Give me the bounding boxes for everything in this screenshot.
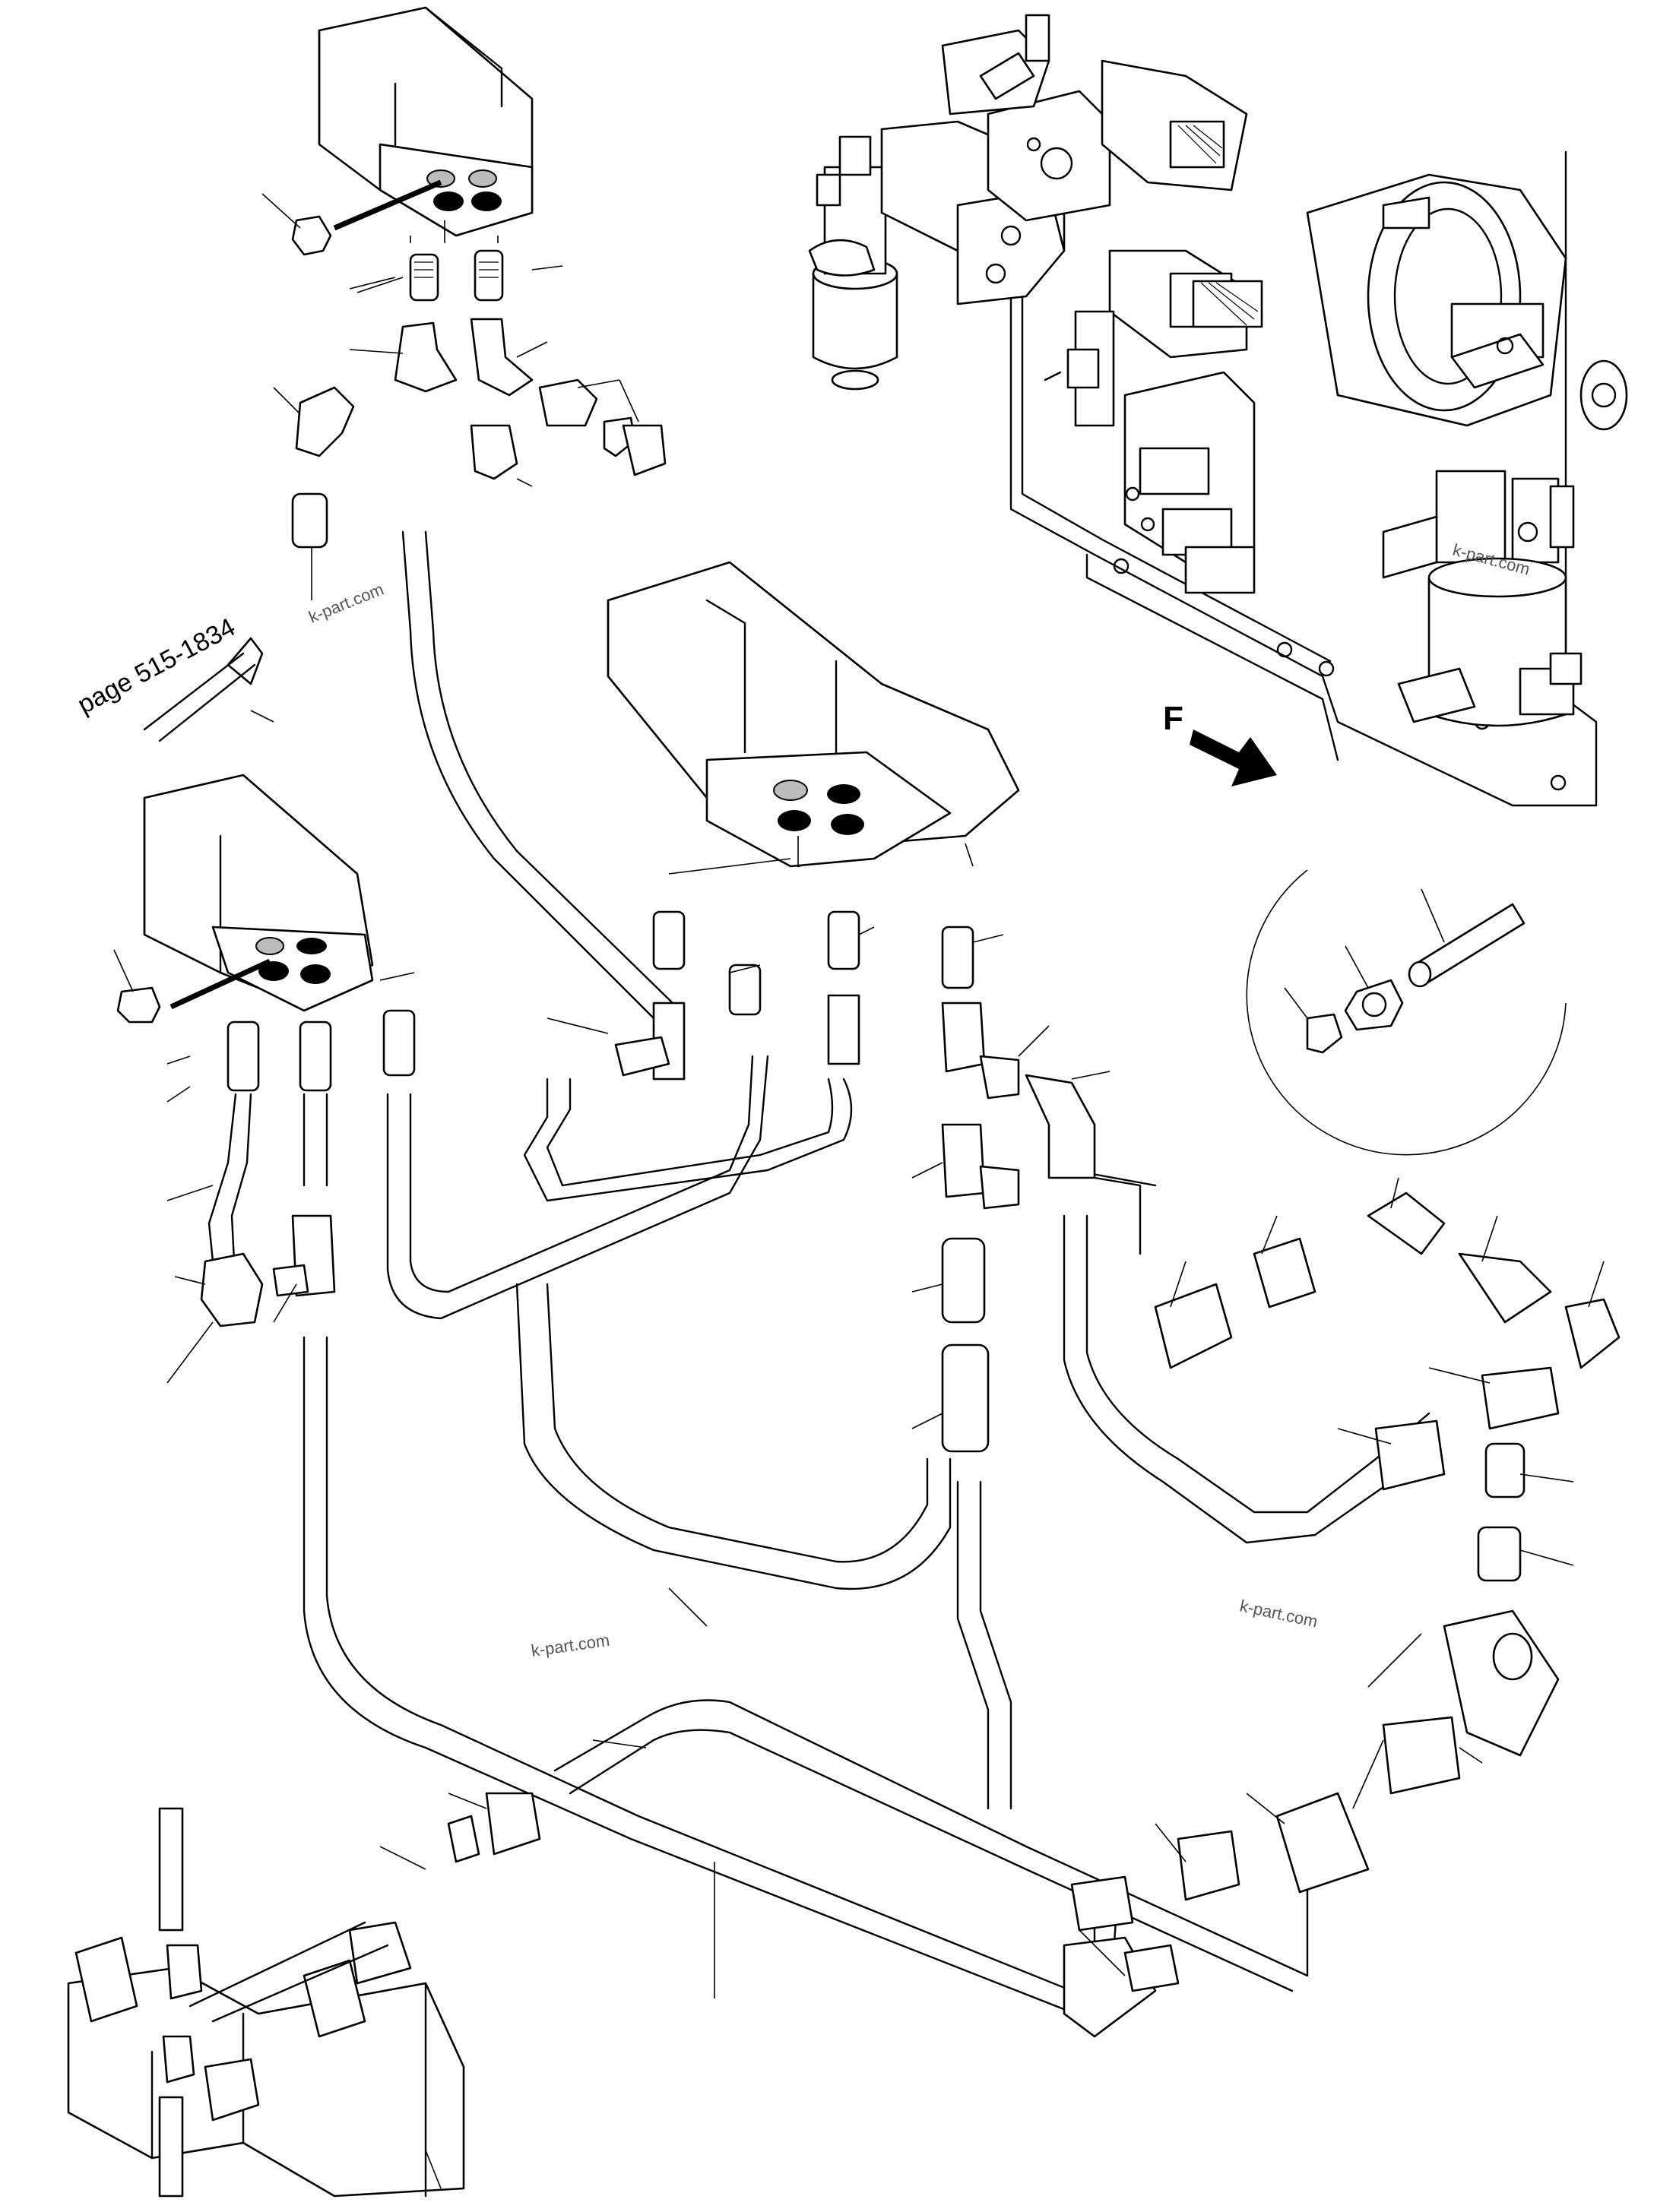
forward-direction-arrow-icon — [1190, 729, 1277, 786]
valve-assembly-drawing — [808, 14, 1628, 807]
fittings — [166, 910, 1621, 2038]
central-valve — [607, 561, 1020, 875]
watermark-text: k-part.com — [530, 1631, 610, 1660]
watermark-text: k-part.com — [1238, 1596, 1320, 1631]
top-left-valve — [261, 6, 667, 549]
watermark-text: k-part.com — [306, 580, 387, 627]
direction-label: F — [1163, 700, 1183, 737]
page-reference-pipe — [143, 547, 312, 742]
left-valve — [113, 774, 415, 1024]
detail-inset — [1246, 869, 1567, 1156]
bottom-left-manifold — [67, 1807, 465, 2198]
page-reference-label: page 515-1834 — [73, 612, 240, 720]
